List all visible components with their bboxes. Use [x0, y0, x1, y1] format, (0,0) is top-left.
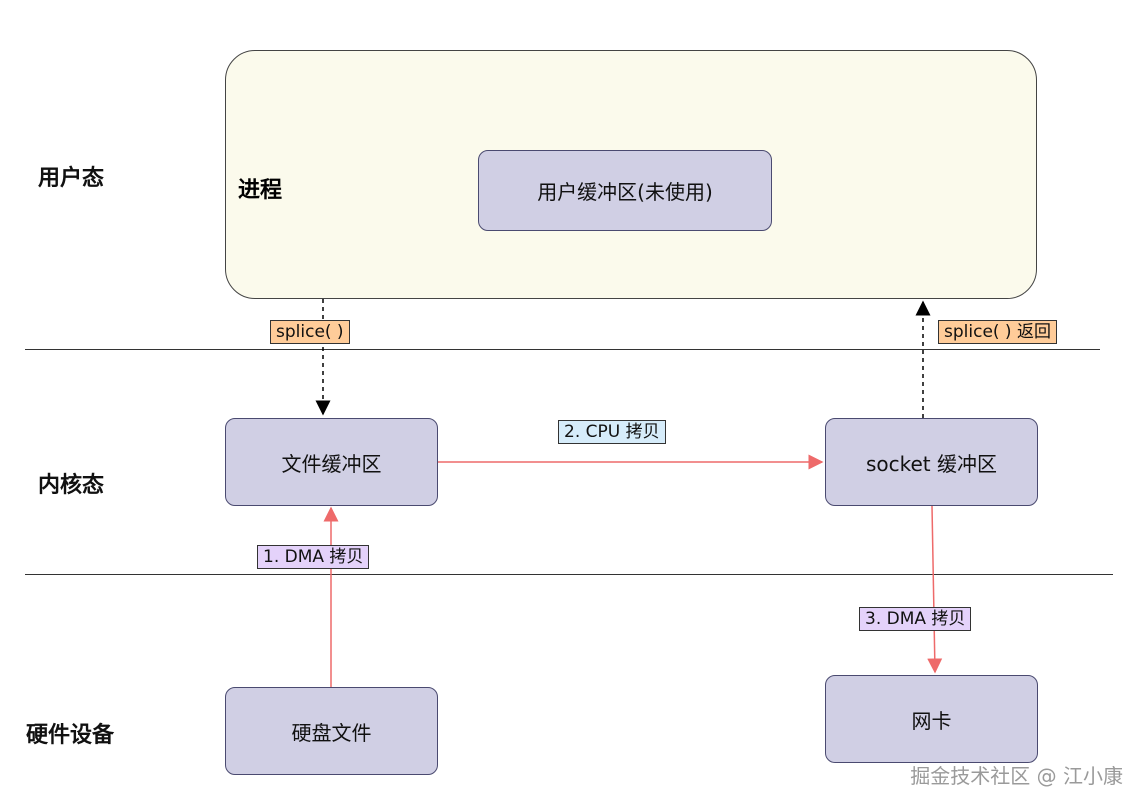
file-buffer-node: 文件缓冲区	[225, 418, 438, 506]
dma-copy-3-label: 3. DMA 拷贝	[859, 607, 972, 631]
socket-buffer-node: socket 缓冲区	[825, 418, 1038, 506]
process-label: 进程	[238, 178, 283, 203]
dma-copy-1-label: 1. DMA 拷贝	[257, 545, 370, 569]
divider-kernel-hardware	[25, 574, 1113, 575]
layer-label-user: 用户态	[38, 166, 105, 191]
divider-user-kernel	[25, 349, 1100, 350]
user-buffer-node: 用户缓冲区(未使用)	[478, 150, 772, 231]
dma-copy-3-arrow	[927, 505, 943, 674]
splice-call-label: splice( )	[270, 320, 350, 344]
layer-label-hardware: 硬件设备	[26, 723, 115, 748]
watermark: 掘金技术社区 @ 江小康	[910, 764, 1123, 788]
cpu-copy-label: 2. CPU 拷贝	[558, 420, 666, 444]
disk-file-node: 硬盘文件	[225, 687, 438, 775]
splice-return-label: splice( ) 返回	[938, 320, 1057, 344]
layer-label-kernel: 内核态	[38, 473, 105, 498]
nic-node: 网卡	[825, 675, 1038, 763]
